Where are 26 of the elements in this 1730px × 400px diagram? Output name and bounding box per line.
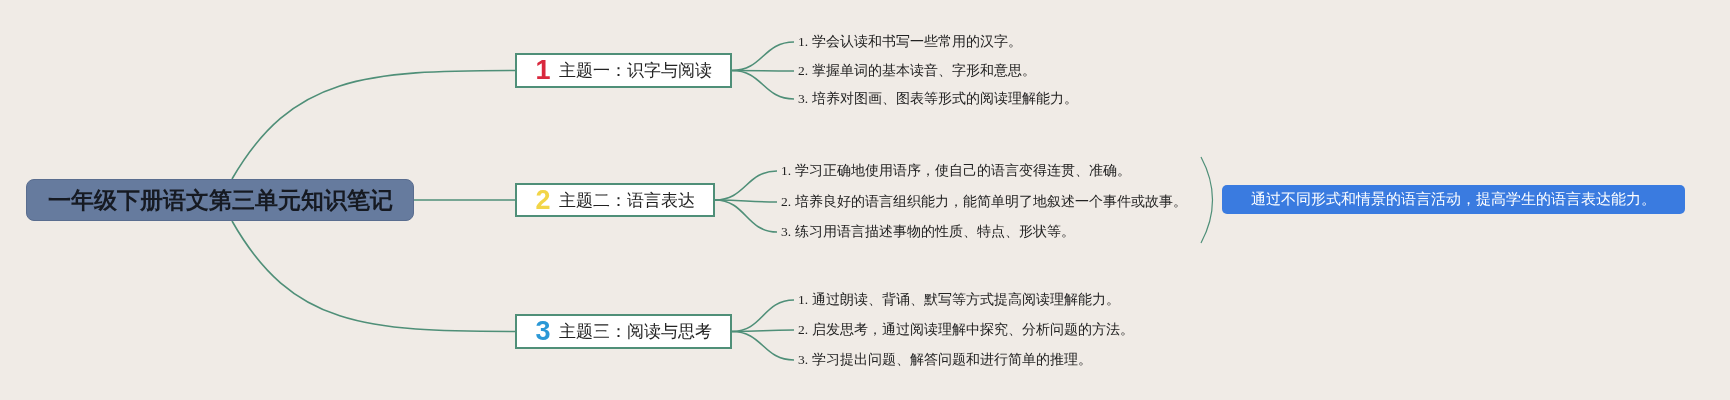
list-item: 1. 学会认读和书写一些常用的汉字。: [794, 31, 1026, 53]
list-item: 3. 培养对图画、图表等形式的阅读理解能力。: [794, 88, 1082, 110]
list-item: 1. 学习正确地使用语序，使自己的语言变得连贯、准确。: [777, 160, 1135, 182]
topic-number: 3: [535, 316, 551, 347]
topic-number: 2: [535, 184, 551, 216]
topic-box: [515, 183, 715, 217]
topic-title: 主题一：识字与阅读: [558, 59, 712, 82]
connector: [231, 69, 516, 180]
list-item: 3. 学习提出问题、解答问题和进行简单的推理。: [794, 349, 1096, 371]
topic-title: 主题三：阅读与思考: [558, 320, 712, 343]
connector: [714, 199, 778, 233]
connector: [731, 330, 795, 361]
list-item: 3. 练习用语言描述事物的性质、特点、形状等。: [777, 221, 1079, 243]
root-box: 一年级下册语文第三单元知识笔记: [26, 179, 414, 221]
summary-box: 通过不同形式和情景的语言活动，提高学生的语言表达能力。: [1222, 185, 1685, 214]
list-item: 2. 掌握单词的基本读音、字形和意思。: [794, 60, 1040, 82]
topic-box: [515, 314, 732, 349]
connector: [231, 220, 516, 333]
topic-number: 1: [535, 55, 551, 86]
list-item: 1. 通过朗读、背诵、默写等方式提高阅读理解能力。: [794, 289, 1124, 311]
list-item: 2. 启发思考，通过阅读理解中探究、分析问题的方法。: [794, 319, 1138, 341]
list-item: 2. 培养良好的语言组织能力，能简单明了地叙述一个事件或故事。: [777, 191, 1191, 213]
topic-title: 主题二：语言表达: [558, 188, 695, 212]
connector: [731, 69, 795, 100]
connector: [413, 199, 516, 201]
topic-box: [515, 53, 732, 88]
